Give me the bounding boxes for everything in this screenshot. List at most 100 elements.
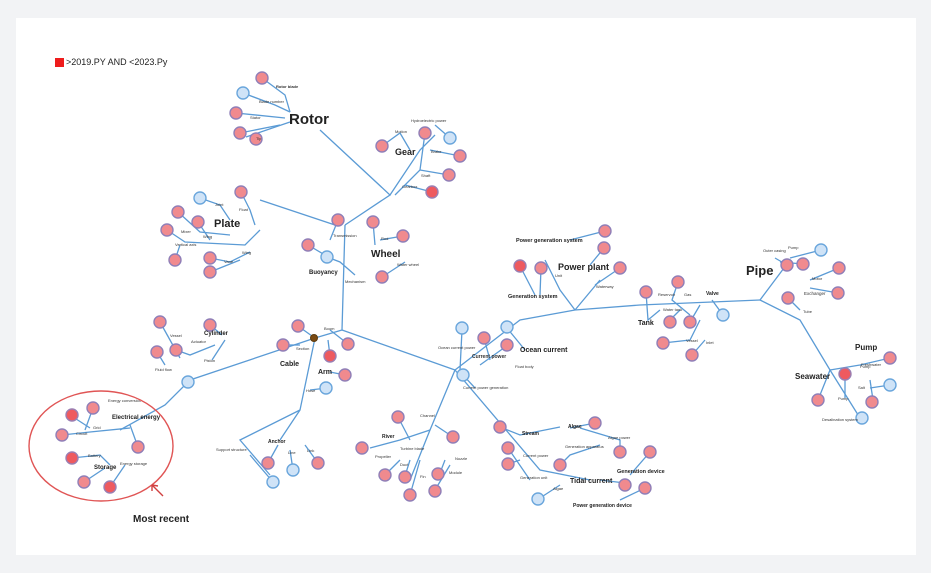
term-node[interactable] xyxy=(501,457,515,471)
term-node[interactable] xyxy=(181,375,195,389)
term-node[interactable] xyxy=(796,257,810,271)
term-node[interactable] xyxy=(534,261,548,275)
term-node[interactable] xyxy=(418,126,432,140)
term-node[interactable] xyxy=(598,224,612,238)
term-label: Inlet xyxy=(706,340,714,345)
term-node[interactable] xyxy=(643,445,657,459)
term-node[interactable] xyxy=(233,126,247,140)
term-node[interactable] xyxy=(255,71,269,85)
term-node[interactable] xyxy=(814,243,828,257)
term-node[interactable] xyxy=(865,395,879,409)
term-node[interactable] xyxy=(613,261,627,275)
term-node[interactable] xyxy=(153,315,167,329)
term-node[interactable] xyxy=(249,132,263,146)
term-node[interactable] xyxy=(203,251,217,265)
term-node[interactable] xyxy=(286,463,300,477)
term-node[interactable] xyxy=(171,205,185,219)
term-node[interactable] xyxy=(131,440,145,454)
term-node[interactable] xyxy=(831,286,845,300)
term-node[interactable] xyxy=(234,185,248,199)
term-node[interactable] xyxy=(431,467,445,481)
term-node[interactable] xyxy=(425,185,439,199)
term-node[interactable] xyxy=(428,484,442,498)
term-node[interactable] xyxy=(493,420,507,434)
term-node[interactable] xyxy=(65,451,79,465)
term-node[interactable] xyxy=(597,241,611,255)
term-node[interactable] xyxy=(301,238,315,252)
term-node[interactable] xyxy=(618,478,632,492)
term-node[interactable] xyxy=(671,275,685,289)
term-node[interactable] xyxy=(811,393,825,407)
term-node[interactable] xyxy=(378,468,392,482)
term-node[interactable] xyxy=(86,401,100,415)
term-node[interactable] xyxy=(266,475,280,489)
term-node[interactable] xyxy=(453,149,467,163)
term-node[interactable] xyxy=(375,139,389,153)
cluster-label-pump: Pump xyxy=(855,343,877,352)
term-node[interactable] xyxy=(838,367,852,381)
term-node[interactable] xyxy=(883,351,897,365)
term-node[interactable] xyxy=(396,229,410,243)
term-node[interactable] xyxy=(639,285,653,299)
term-label: Grid xyxy=(93,425,101,430)
term-node[interactable] xyxy=(291,319,305,333)
term-node[interactable] xyxy=(191,215,205,229)
term-node[interactable] xyxy=(320,250,334,264)
term-node[interactable] xyxy=(261,456,275,470)
term-node[interactable] xyxy=(229,106,243,120)
term-node[interactable] xyxy=(276,338,290,352)
term-node[interactable] xyxy=(160,223,174,237)
term-node[interactable] xyxy=(338,368,352,382)
term-node[interactable] xyxy=(456,368,470,382)
term-node[interactable] xyxy=(443,131,457,145)
term-node[interactable] xyxy=(663,315,677,329)
term-label: Stator xyxy=(250,115,261,120)
term-node[interactable] xyxy=(341,337,355,351)
term-node[interactable] xyxy=(780,258,794,272)
term-node[interactable] xyxy=(656,336,670,350)
term-node[interactable] xyxy=(716,308,730,322)
term-node[interactable] xyxy=(168,253,182,267)
term-node[interactable] xyxy=(531,492,545,506)
hub-node[interactable] xyxy=(310,334,318,342)
term-node[interactable] xyxy=(323,349,337,363)
term-node[interactable] xyxy=(500,338,514,352)
term-node[interactable] xyxy=(685,348,699,362)
term-node[interactable] xyxy=(613,445,627,459)
term-node[interactable] xyxy=(65,408,79,422)
term-node[interactable] xyxy=(203,318,217,332)
term-label: Rotor blade xyxy=(276,84,299,89)
term-node[interactable] xyxy=(355,441,369,455)
term-node[interactable] xyxy=(319,381,333,395)
term-node[interactable] xyxy=(455,321,469,335)
term-node[interactable] xyxy=(331,213,345,227)
term-node[interactable] xyxy=(446,430,460,444)
term-node[interactable] xyxy=(169,343,183,357)
term-node[interactable] xyxy=(193,191,207,205)
term-node[interactable] xyxy=(477,331,491,345)
term-node[interactable] xyxy=(398,470,412,484)
term-node[interactable] xyxy=(683,315,697,329)
term-node[interactable] xyxy=(513,259,527,273)
term-node[interactable] xyxy=(501,441,515,455)
term-node[interactable] xyxy=(55,428,69,442)
term-node[interactable] xyxy=(855,411,869,425)
term-node[interactable] xyxy=(311,456,325,470)
term-node[interactable] xyxy=(103,480,117,494)
term-node[interactable] xyxy=(203,265,217,279)
term-node[interactable] xyxy=(553,458,567,472)
term-node[interactable] xyxy=(236,86,250,100)
term-node[interactable] xyxy=(375,270,389,284)
term-node[interactable] xyxy=(77,475,91,489)
term-node[interactable] xyxy=(403,488,417,502)
term-node[interactable] xyxy=(391,410,405,424)
term-node[interactable] xyxy=(366,215,380,229)
term-node[interactable] xyxy=(781,291,795,305)
term-node[interactable] xyxy=(832,261,846,275)
term-node[interactable] xyxy=(883,378,897,392)
term-node[interactable] xyxy=(588,416,602,430)
term-node[interactable] xyxy=(442,168,456,182)
term-node[interactable] xyxy=(638,481,652,495)
term-node[interactable] xyxy=(150,345,164,359)
term-node[interactable] xyxy=(500,320,514,334)
